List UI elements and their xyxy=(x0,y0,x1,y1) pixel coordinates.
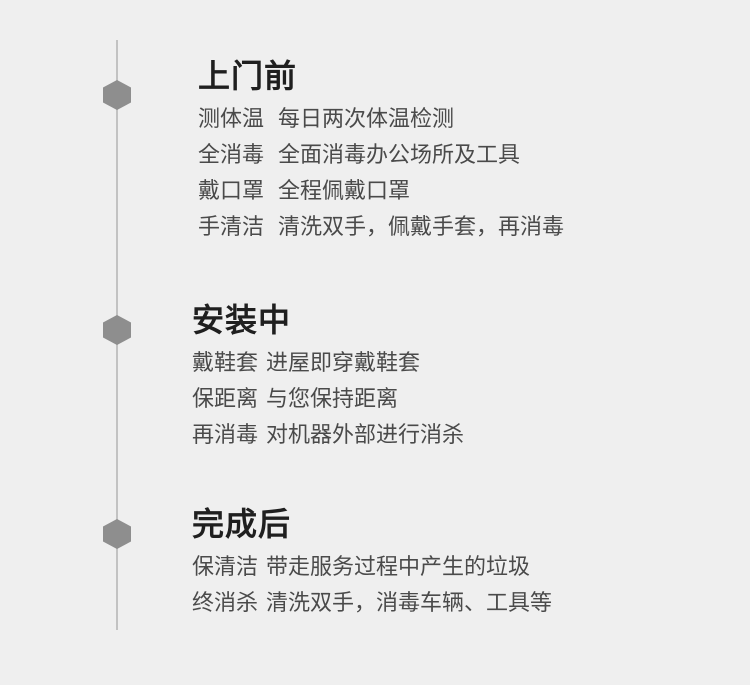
list-item: 戴鞋套进屋即穿戴鞋套 xyxy=(192,346,464,382)
item-label: 手清洁 xyxy=(198,215,265,240)
section-title: 完成后 xyxy=(192,505,292,543)
item-label: 测体温 xyxy=(198,107,265,132)
list-item: 手清洁清洗双手，佩戴手套，再消毒 xyxy=(198,210,564,246)
item-desc: 对机器外部进行消杀 xyxy=(266,423,465,448)
list-item: 戴口罩全程佩戴口罩 xyxy=(198,174,564,210)
section-before-visit: 上门前 测体温每日两次体温检测 全消毒全面消毒办公场所及工具 戴口罩全程佩戴口罩… xyxy=(198,56,564,246)
item-label: 保清洁 xyxy=(192,555,259,580)
section-during-install: 安装中 戴鞋套进屋即穿戴鞋套 保距离与您保持距离 再消毒对机器外部进行消杀 xyxy=(192,300,464,454)
section-title: 安装中 xyxy=(192,301,292,339)
list-item: 终消杀清洗双手，消毒车辆、工具等 xyxy=(192,586,552,622)
section-after-completion: 完成后 保清洁带走服务过程中产生的垃圾 终消杀清洗双手，消毒车辆、工具等 xyxy=(192,504,552,622)
item-label: 戴口罩 xyxy=(198,179,265,204)
item-desc: 与您保持距离 xyxy=(266,387,399,412)
item-desc: 进屋即穿戴鞋套 xyxy=(266,351,421,376)
list-item: 再消毒对机器外部进行消杀 xyxy=(192,418,464,454)
item-desc: 清洗双手，佩戴手套，再消毒 xyxy=(278,215,565,240)
item-desc: 带走服务过程中产生的垃圾 xyxy=(266,555,531,580)
list-item: 全消毒全面消毒办公场所及工具 xyxy=(198,138,564,174)
item-desc: 全程佩戴口罩 xyxy=(278,179,411,204)
list-item: 测体温每日两次体温检测 xyxy=(198,102,564,138)
item-label: 保距离 xyxy=(192,387,259,412)
item-label: 终消杀 xyxy=(192,591,259,616)
item-desc: 每日两次体温检测 xyxy=(278,107,455,132)
timeline-node-3-icon xyxy=(103,519,131,549)
timeline-node-2-icon xyxy=(103,315,131,345)
list-item: 保清洁带走服务过程中产生的垃圾 xyxy=(192,550,552,586)
item-label: 戴鞋套 xyxy=(192,351,259,376)
item-desc: 清洗双手，消毒车辆、工具等 xyxy=(266,591,553,616)
section-title: 上门前 xyxy=(198,57,298,95)
item-label: 再消毒 xyxy=(192,423,259,448)
item-label: 全消毒 xyxy=(198,143,265,168)
item-desc: 全面消毒办公场所及工具 xyxy=(278,143,521,168)
list-item: 保距离与您保持距离 xyxy=(192,382,464,418)
timeline-node-1-icon xyxy=(103,80,131,110)
